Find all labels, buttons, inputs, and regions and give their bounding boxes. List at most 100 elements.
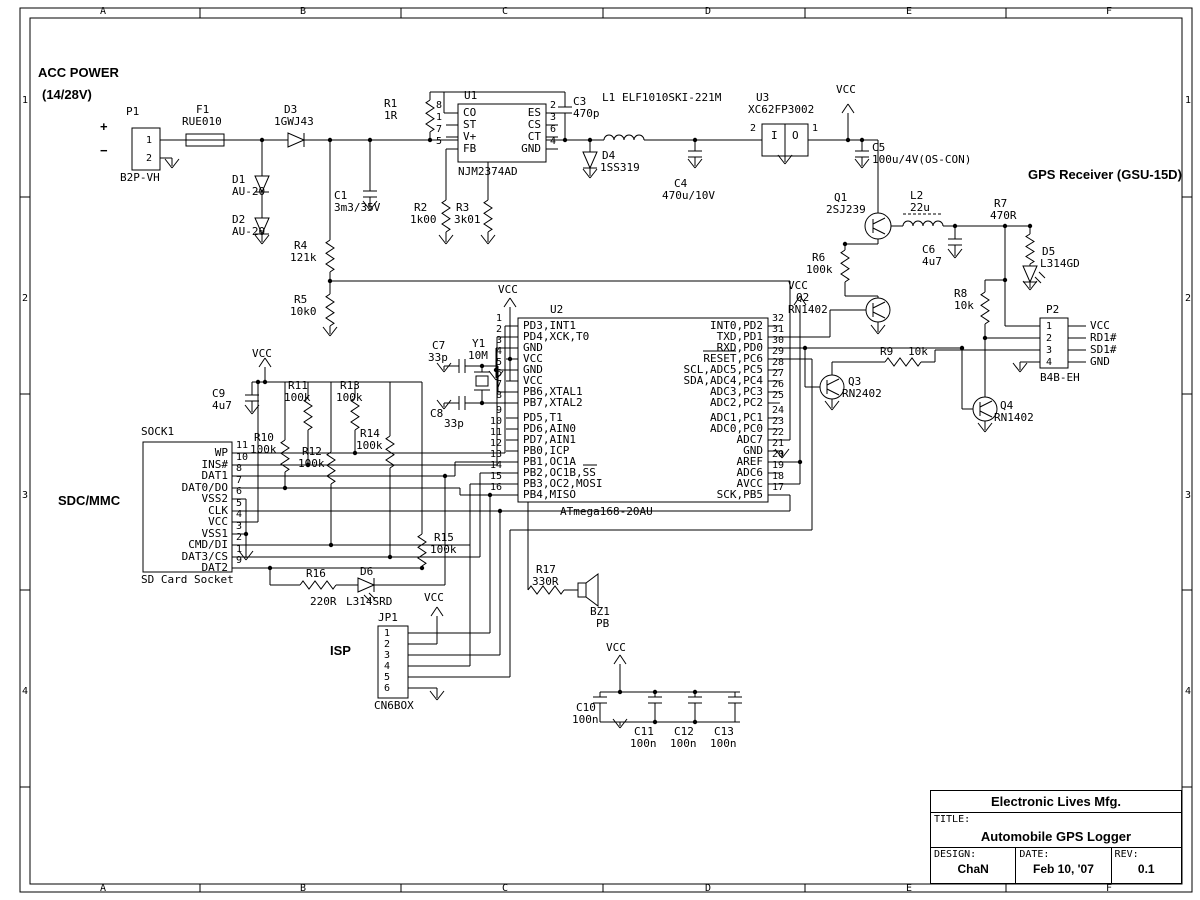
pin-label: ES <box>528 106 541 119</box>
led <box>357 577 376 593</box>
pin-number: 10 <box>236 452 248 463</box>
grid-number: 3 <box>1185 490 1191 501</box>
text-label: 10k <box>954 299 974 312</box>
text-label: VCC <box>788 279 808 292</box>
outer-border <box>19 7 1193 893</box>
text-label: VCC <box>606 641 626 654</box>
pin-number: 30 <box>772 335 784 346</box>
text-label: L314SRD <box>346 595 392 608</box>
component-ref: P2 <box>1046 303 1059 316</box>
grid-letter: A <box>100 6 106 17</box>
text-label: 330R <box>532 575 559 588</box>
led <box>363 594 371 602</box>
pin-number: 2 <box>236 532 242 543</box>
text-label: D4 <box>602 149 616 162</box>
text-label: L2 <box>910 189 923 202</box>
ground-symbol <box>784 154 793 165</box>
junction-dot <box>243 531 249 537</box>
resistor <box>417 533 427 567</box>
text-label: BZ1 <box>590 605 610 618</box>
component-part: NJM2374AD <box>458 165 518 178</box>
pin-number: 4 <box>550 136 556 147</box>
pin-number: 3 <box>1046 345 1052 356</box>
junction-dot <box>802 345 808 351</box>
led <box>1034 276 1042 284</box>
ground-symbol <box>977 422 986 433</box>
text-label: 100k <box>284 391 311 404</box>
vcc-symbol <box>613 654 621 665</box>
text-label: C3 <box>573 95 586 108</box>
pin-label: GND <box>521 142 541 155</box>
grid-number: 2 <box>1185 293 1191 304</box>
pin-number: 18 <box>772 471 784 482</box>
pin-number: 1 <box>236 544 242 555</box>
text-label: D2 <box>232 213 245 226</box>
text-label: GPS Receiver (GSU-15D) <box>1028 167 1182 182</box>
ground-symbol <box>854 158 863 169</box>
ground-symbol <box>694 158 703 169</box>
transistor <box>972 396 998 422</box>
inductor <box>902 220 944 227</box>
diode <box>254 175 270 194</box>
ground-symbol <box>861 158 870 169</box>
pin-label: PB0,ICP <box>523 444 570 457</box>
ground-symbol <box>1012 362 1021 373</box>
ground-symbol <box>443 362 452 373</box>
text-label: VCC <box>1090 319 1110 332</box>
pin-label: PD5,T1 <box>523 411 563 424</box>
vcc-symbol <box>799 295 807 306</box>
grid-letter: F <box>1106 883 1112 894</box>
text-label: C8 <box>430 407 443 420</box>
ground-symbol <box>238 550 247 561</box>
pin-label: CT <box>528 130 542 143</box>
junction-dot <box>262 379 268 385</box>
vcc-symbol <box>509 297 517 308</box>
text-label: 100k <box>298 457 325 470</box>
pin-label: ADC1,PC1 <box>710 411 763 424</box>
text-label: 3m3/35V <box>334 201 381 214</box>
text-label: 3k01 <box>454 213 481 226</box>
pin-label: GND <box>743 444 763 457</box>
grid-number: 4 <box>22 686 28 697</box>
component-ref: U1 <box>464 89 477 102</box>
pin-number: 5 <box>436 136 442 147</box>
vcc-symbol <box>503 297 511 308</box>
text-label: C1 <box>334 189 347 202</box>
junction-dot <box>1027 223 1033 229</box>
pin-label: PB3,OC2,MOSI <box>523 477 602 490</box>
text-label: VCC <box>424 591 444 604</box>
pin-label: VSS1 <box>202 527 229 540</box>
text-label: 1GWJ43 <box>274 115 314 128</box>
ground-symbol <box>245 550 254 561</box>
junction-dot <box>327 137 333 143</box>
junction-dot <box>692 137 698 143</box>
junction-dot <box>367 137 373 143</box>
text-label: 470R <box>990 209 1017 222</box>
ground-symbol <box>436 399 445 410</box>
pin-number: 16 <box>490 482 502 493</box>
diode <box>582 151 598 170</box>
pin-number: 13 <box>490 449 502 460</box>
resistor <box>326 451 336 485</box>
pin-number: 4 <box>236 509 242 520</box>
pin-label: SCL,ADC5,PC5 <box>684 363 763 376</box>
pin-number: 1 <box>146 135 152 146</box>
pin-label: ST <box>463 118 477 131</box>
text-label: D3 <box>284 103 297 116</box>
junction-dot <box>487 492 493 498</box>
ground-symbol <box>436 362 445 373</box>
text-label: 100n <box>630 737 657 750</box>
junction-dot <box>259 137 265 143</box>
pin-label: ADC7 <box>737 433 764 446</box>
text-label: 100k <box>250 443 277 456</box>
pin-label: PB2,OC1B,SS <box>523 466 596 479</box>
resistor <box>425 99 435 133</box>
junction-dot <box>797 459 803 465</box>
transistor <box>864 212 892 240</box>
junction-dot <box>587 137 593 143</box>
resistor <box>980 291 990 325</box>
transistor <box>819 374 845 400</box>
ground-symbol <box>443 399 452 410</box>
text-label: R5 <box>294 293 307 306</box>
